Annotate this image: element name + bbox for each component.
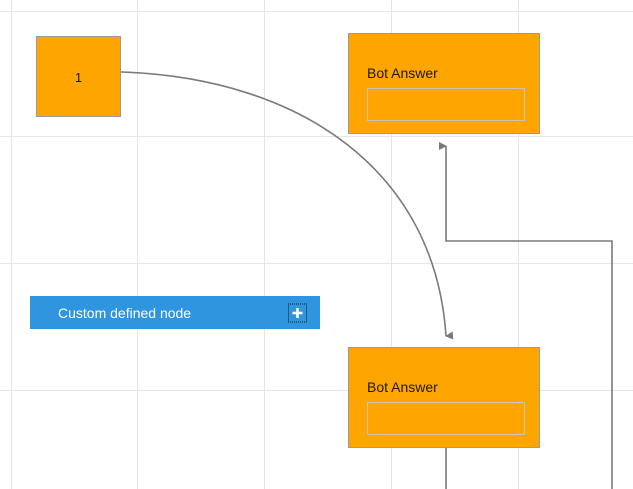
bot-answer-node-bottom[interactable]: Bot Answer [348, 347, 540, 448]
bot-answer-node-top-slot[interactable] [367, 88, 525, 121]
start-node[interactable]: 1 [36, 36, 121, 117]
bot-answer-node-top-label: Bot Answer [367, 65, 438, 81]
bot-answer-node-bottom-label: Bot Answer [367, 379, 438, 395]
custom-defined-node-bar[interactable]: Custom defined node [30, 296, 320, 329]
edge-start-to-bot-answer-bottom[interactable] [120, 71, 454, 340]
bot-answer-node-bottom-slot[interactable] [367, 402, 525, 435]
edge-bot-answer-bottom-to-top[interactable] [439, 142, 613, 489]
custom-defined-node-label: Custom defined node [58, 304, 192, 321]
start-node-label: 1 [74, 70, 83, 85]
plus-icon[interactable] [288, 303, 307, 322]
bot-answer-node-top[interactable]: Bot Answer [348, 33, 540, 134]
